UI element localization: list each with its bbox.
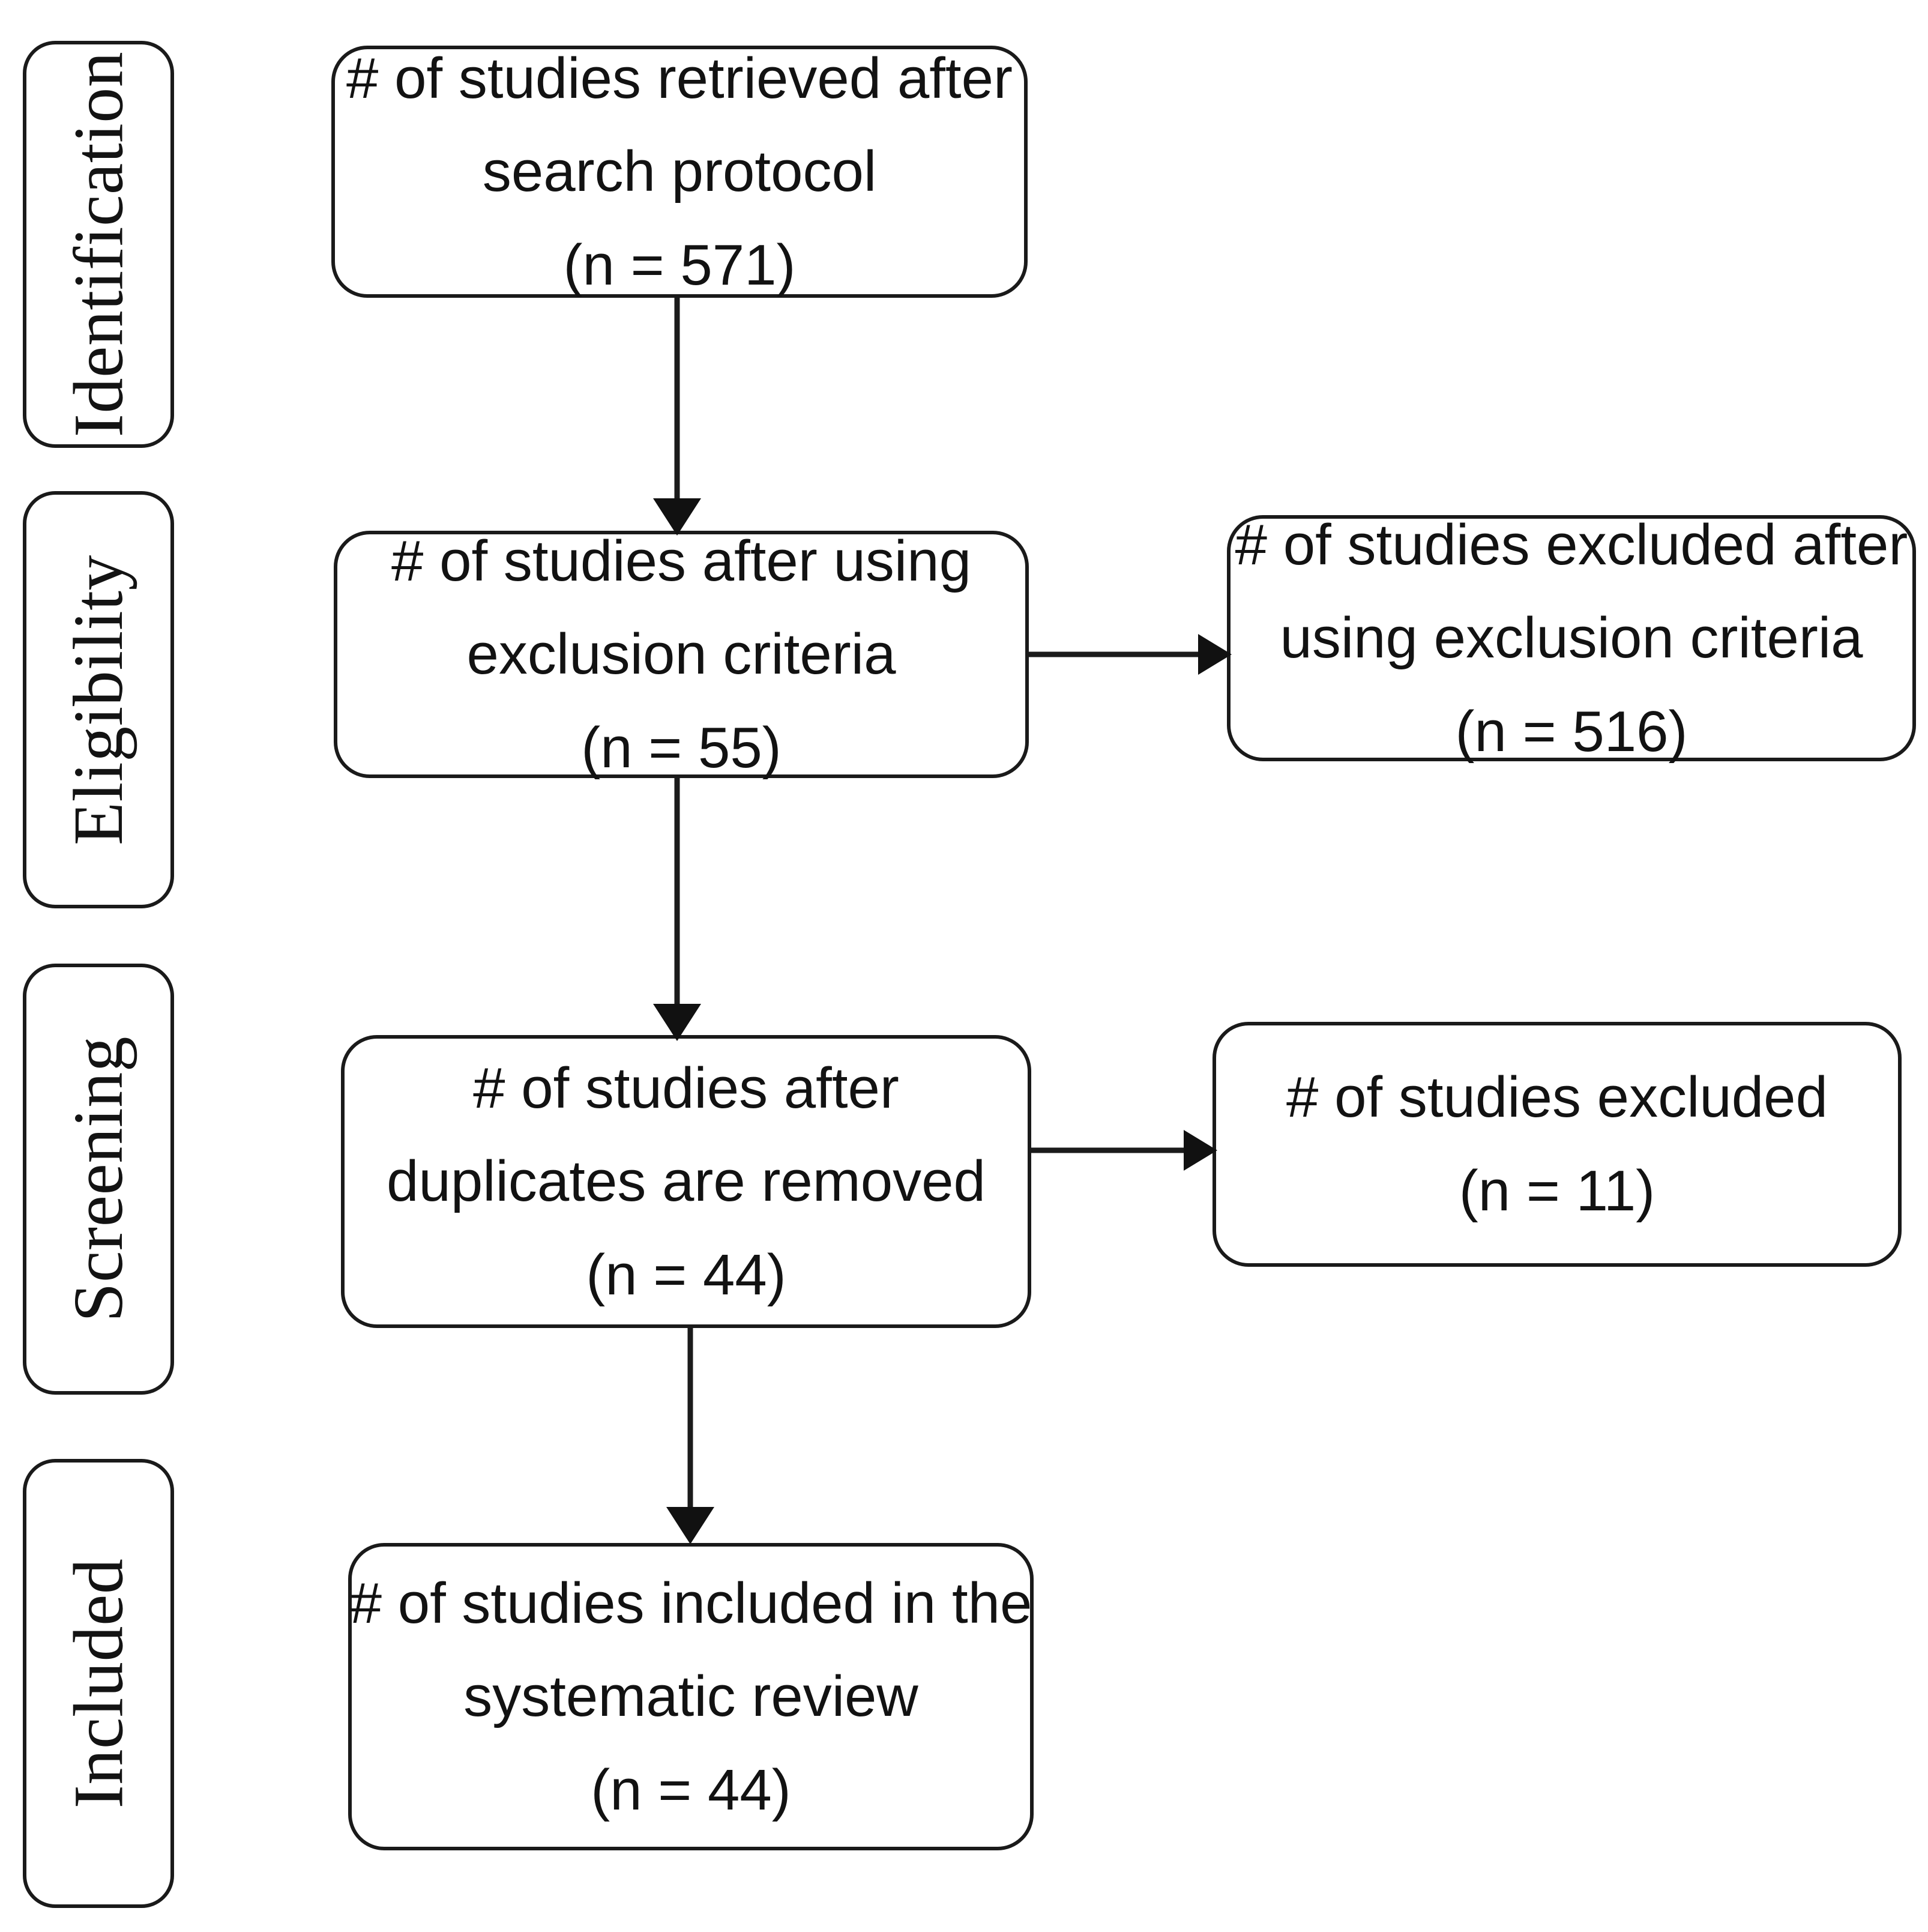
stage-box-screening: Screening: [23, 964, 174, 1395]
flow-node-after-duplicates-removed-line1: # of studies after: [473, 1055, 899, 1120]
arrow-after-exclusion-criteria-to-excluded-after: [1029, 634, 1232, 675]
flow-node-after-duplicates-removed-line2: duplicates are removed: [387, 1149, 986, 1214]
arrow-retrieved-to-after-exclusion-criteria: [653, 298, 701, 536]
stage-label-screening: Screening: [59, 1036, 138, 1323]
flow-node-after-exclusion-criteria-line1: # of studies after using: [391, 528, 971, 593]
flow-node-excluded-after-exclusion-criteria-line1: # of studies excluded after: [1235, 512, 1908, 577]
arrow-after-duplicates-removed-to-included-in-review: [666, 1328, 714, 1544]
flow-node-retrieved-line2: search protocol: [482, 139, 877, 204]
arrow-after-exclusion-criteria-to-after-duplicates-removed: [653, 778, 701, 1041]
flow-node-after-duplicates-removed: # of studies after duplicates are remove…: [341, 1035, 1031, 1328]
flow-node-after-exclusion-criteria: # of studies after using exclusion crite…: [334, 529, 1029, 780]
flow-node-excluded-after-exclusion-criteria-count: (n = 516): [1455, 699, 1688, 764]
stage-label-eligibility: Eligibility: [59, 554, 138, 845]
stage-label-identification: Identification: [59, 51, 138, 438]
flow-node-after-exclusion-criteria-count: (n = 55): [581, 715, 782, 780]
arrow-after-duplicates-removed-to-excluded-screening: [1031, 1130, 1217, 1171]
flow-node-included-in-review: # of studies included in the systematic …: [348, 1543, 1034, 1850]
flow-node-included-in-review-line1: # of studies included in the: [349, 1571, 1032, 1635]
flow-node-excluded-after-exclusion-criteria: # of studies excluded after using exclus…: [1227, 513, 1916, 764]
flow-node-retrieved: # of studies retrieved after search prot…: [331, 46, 1028, 298]
stage-box-identification: Identification: [23, 41, 174, 448]
flow-node-excluded-after-exclusion-criteria-line2: using exclusion criteria: [1280, 606, 1863, 671]
stage-box-eligibility: Eligibility: [23, 491, 174, 908]
flow-node-after-exclusion-criteria-line2: exclusion criteria: [466, 622, 896, 687]
flow-node-excluded-screening-line1: # of studies excluded: [1286, 1065, 1828, 1130]
flow-node-included-in-review-line2: systematic review: [463, 1664, 918, 1729]
flow-node-excluded-screening: # of studies excluded (n = 11): [1213, 1022, 1902, 1267]
stage-label-included: Included: [59, 1558, 138, 1809]
flow-node-included-in-review-count: (n = 44): [591, 1757, 791, 1822]
flow-node-retrieved-count: (n = 571): [563, 232, 796, 297]
flow-node-excluded-screening-count: (n = 11): [1459, 1159, 1655, 1223]
flow-node-after-duplicates-removed-count: (n = 44): [586, 1242, 786, 1307]
stage-box-included: Included: [23, 1459, 174, 1908]
flow-node-retrieved-line1: # of studies retrieved after: [346, 46, 1013, 110]
